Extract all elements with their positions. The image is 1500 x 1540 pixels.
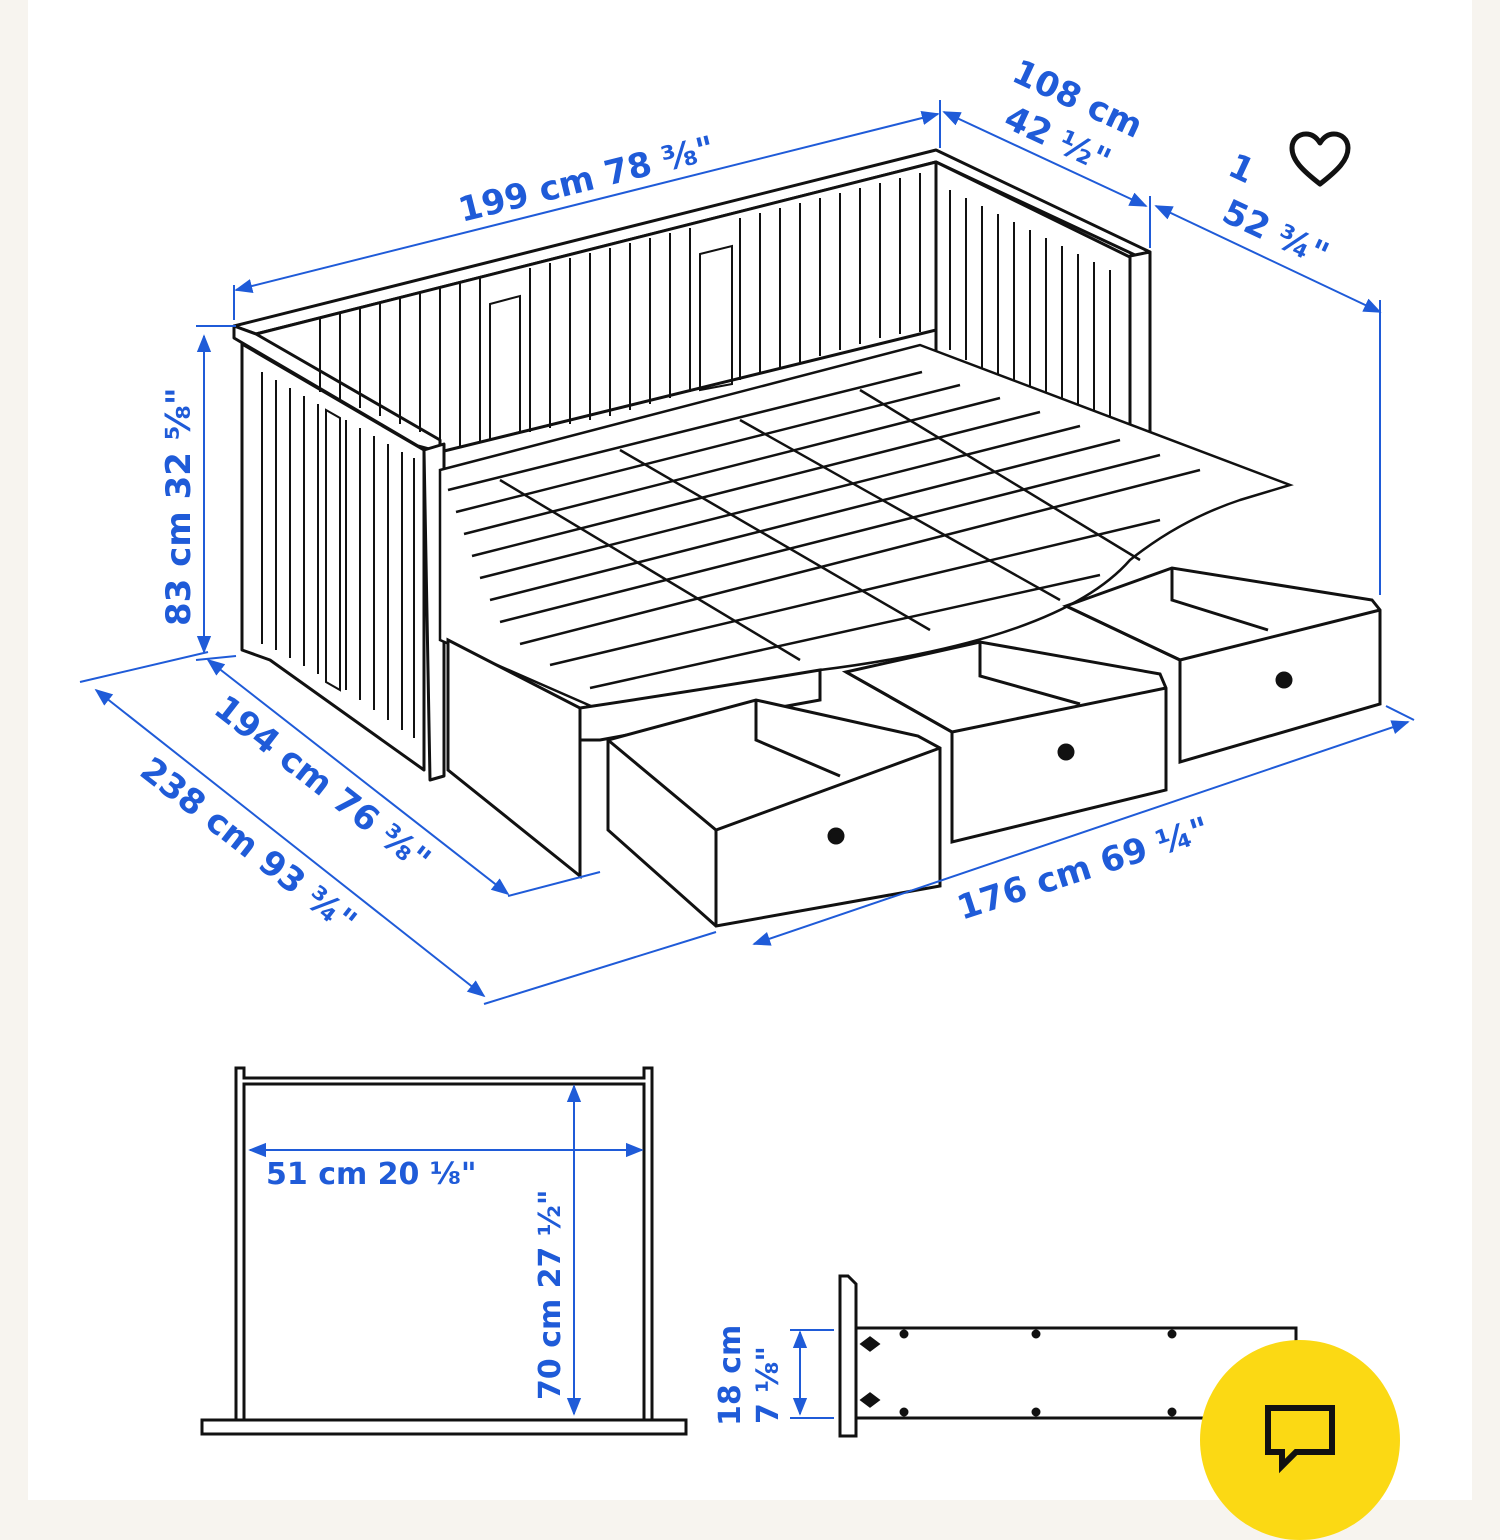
label-drawer-height-cm: 18 cm bbox=[713, 1325, 748, 1426]
chat-button[interactable] bbox=[1200, 1340, 1400, 1540]
daybed-dimension-diagram: 199 cm 78 ⅜" 108 cm 42 ½" 1 52 ¾" 83 cm … bbox=[79, 52, 1415, 1438]
drawer-top-view bbox=[200, 1066, 688, 1436]
label-drawer-height-in: 7 ⅛" bbox=[751, 1346, 786, 1424]
drawer-top-dimension-lines bbox=[248, 1084, 644, 1416]
favorite-button[interactable] bbox=[1288, 130, 1372, 214]
side-spindles-right bbox=[949, 190, 1111, 434]
drawer-side-dimension-lines bbox=[790, 1329, 834, 1419]
dimension-lines bbox=[79, 100, 1415, 1005]
product-dimensions-panel: 199 cm 78 ⅜" 108 cm 42 ½" 1 52 ¾" 83 cm … bbox=[28, 0, 1472, 1540]
chat-bubble-icon bbox=[1265, 1405, 1335, 1474]
drawer-left bbox=[606, 698, 942, 928]
label-drawer-width: 51 cm 20 ⅛" bbox=[266, 1157, 477, 1192]
heart-icon bbox=[1289, 131, 1351, 187]
label-drawer-depth: 70 cm 27 ½" bbox=[533, 1189, 568, 1400]
label-height: 83 cm 32 ⅝" bbox=[159, 387, 199, 626]
slatted-base bbox=[438, 343, 1294, 712]
label-extended-top-cm: 1 bbox=[1222, 146, 1260, 192]
drawer-right bbox=[1062, 566, 1382, 764]
